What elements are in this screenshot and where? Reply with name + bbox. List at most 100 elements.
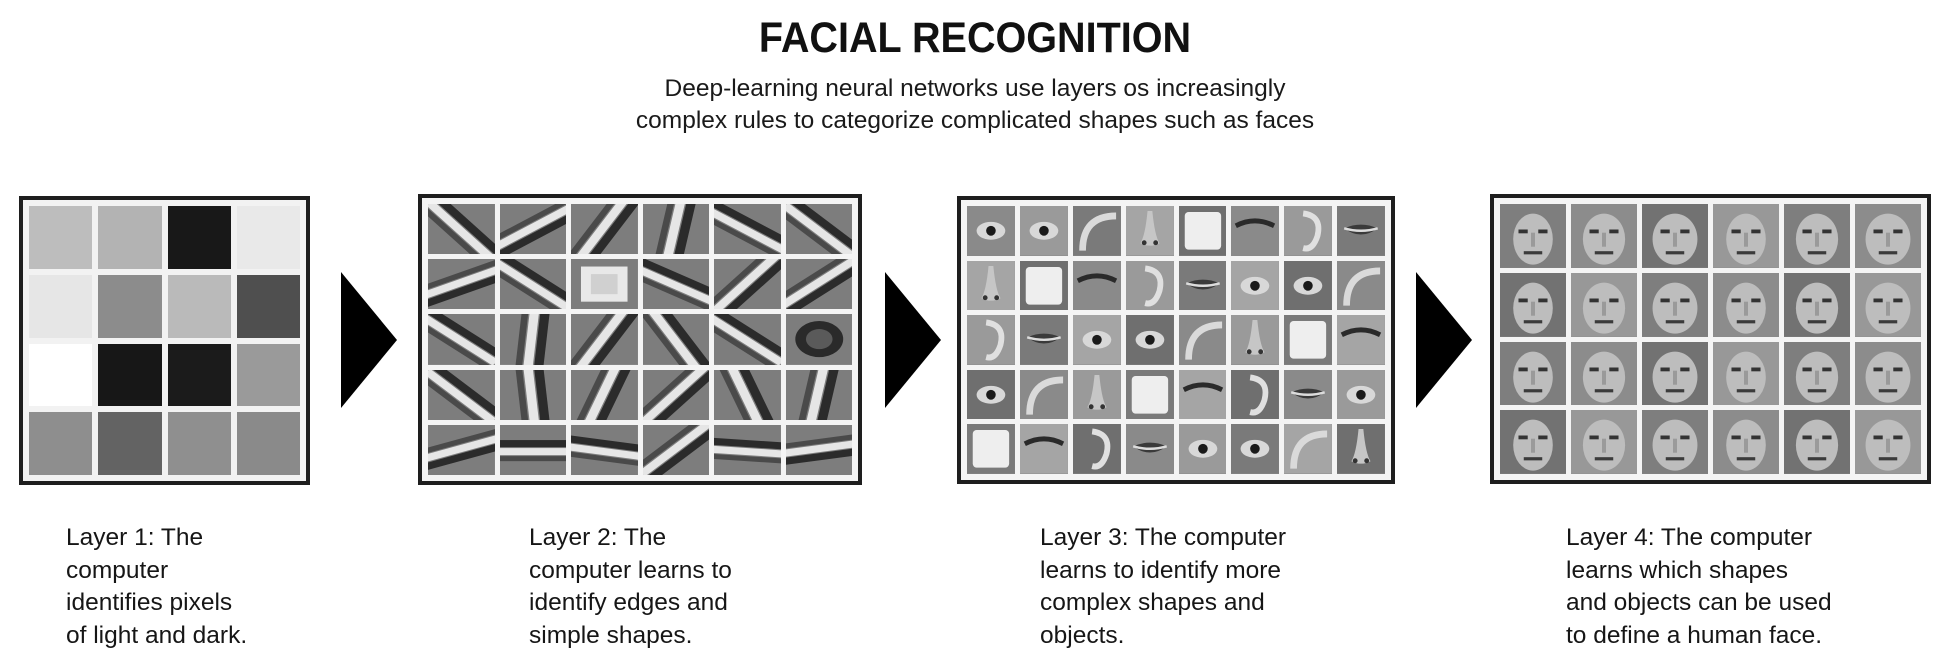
face-icon [1784,204,1850,268]
brow-feature-icon [1178,369,1227,420]
eye-feature-icon [1019,206,1068,256]
face-icon [1500,410,1566,474]
pixel-cell [98,412,162,475]
caption-line: Layer 4: The computer [1566,524,1813,551]
edge-filter-cell [428,204,495,255]
mouth-feature-icon [1125,424,1174,474]
edge-filter-cell [571,424,638,475]
edge-filter-cell [642,424,709,475]
face-icon [1713,272,1779,337]
edge-filter-cell [571,204,638,255]
edge-filter-cell [428,259,495,310]
edge-filter-cell [642,314,709,365]
caption-line: objects. [1040,621,1125,649]
page-title: FACIAL RECOGNITION [758,14,1192,62]
curve-feature-icon [1284,424,1333,474]
edge-filter-cell [499,369,566,420]
face-icon [1500,341,1566,406]
pixel-cell [167,412,231,475]
face-icon [1855,341,1921,406]
eye-feature-icon [1337,369,1385,420]
face-icon [1784,410,1850,474]
edge-filter-cell [499,204,566,255]
pixel-cell [29,343,93,407]
arrow-right-icon [885,272,941,408]
face-icon [1642,410,1708,474]
edge-filter-cell [785,424,852,475]
edge-filter-cell [428,424,495,475]
curve-feature-icon [1337,260,1385,311]
caption-line: of light and dark. [66,621,248,649]
face-icon [1713,204,1779,268]
eye-feature-icon [1231,424,1280,474]
pixel-cell [29,274,93,338]
eye-feature-icon [967,206,1015,256]
layer-3-feature-grid [957,196,1395,484]
pixel-cell [98,274,162,338]
face-icon [1784,341,1850,406]
face-icon [1855,272,1921,337]
face-icon [1500,204,1566,268]
blank-feature-icon [1125,369,1174,420]
edge-filter-cell [642,259,709,310]
caption-line: and objects can be used [1566,589,1832,616]
nose-feature-icon [1125,206,1174,256]
eye-feature-icon [1178,424,1227,474]
caption-line: Layer 3: The computer [1040,524,1287,551]
arrow-right-icon [341,272,397,408]
face-icon [1713,410,1779,474]
layer-2-caption: Layer 2: The computer learns to identify… [529,522,732,652]
edge-filter-cell [785,259,852,310]
brow-feature-icon [1337,315,1385,365]
pixel-cell [98,206,162,269]
layer-2-edge-grid [418,194,862,485]
pixel-cell [236,412,300,475]
edge-filter-cell [785,369,852,420]
face-icon [1784,272,1850,337]
ear-feature-icon [967,315,1015,365]
ear-feature-icon [1231,369,1280,420]
caption-line: Layer 2: The [529,524,667,551]
layer-1-pixel-grid [19,196,310,485]
eye-feature-icon [1125,315,1174,365]
subtitle-line-1: Deep-learning neural networks use layers… [664,75,1286,102]
edge-filter-cell [714,204,781,255]
ear-feature-icon [1072,424,1121,474]
nose-feature-icon [967,260,1015,311]
pixel-cell [236,274,300,338]
pixel-cell [167,274,231,338]
pixel-cell [236,206,300,269]
mouth-feature-icon [1337,206,1385,256]
blank-feature-icon [1284,315,1333,365]
arrow-right-icon [1416,272,1472,408]
brow-feature-icon [1231,206,1280,256]
blank-feature-icon [967,424,1015,474]
caption-line: to define a human face. [1566,621,1823,649]
mouth-feature-icon [1284,369,1333,420]
layer-4-face-grid [1490,194,1931,484]
edge-filter-cell [428,314,495,365]
mouth-feature-icon [1178,260,1227,311]
edge-filter-cell [714,259,781,310]
edge-filter-cell [571,259,638,310]
blank-feature-icon [1019,260,1068,311]
ear-feature-icon [1125,260,1174,311]
edge-filter-cell [499,424,566,475]
layer-1-caption: Layer 1: The computer identifies pixels … [66,522,247,652]
caption-line: identify edges and [529,589,728,616]
curve-feature-icon [1019,369,1068,420]
edge-filter-cell [428,369,495,420]
edge-filter-cell [642,369,709,420]
subtitle-line-2: complex rules to categorize complicated … [635,107,1315,134]
layer-4-caption: Layer 4: The computer learns which shape… [1566,522,1832,652]
nose-feature-icon [1231,315,1280,365]
curve-feature-icon [1072,206,1121,256]
edge-filter-cell [499,259,566,310]
caption-line: computer [66,556,169,584]
curve-feature-icon [1178,315,1227,365]
edge-filter-cell [571,369,638,420]
eye-feature-icon [967,369,1015,420]
pixel-cell [98,343,162,407]
edge-filter-cell [499,314,566,365]
face-icon [1855,410,1921,474]
